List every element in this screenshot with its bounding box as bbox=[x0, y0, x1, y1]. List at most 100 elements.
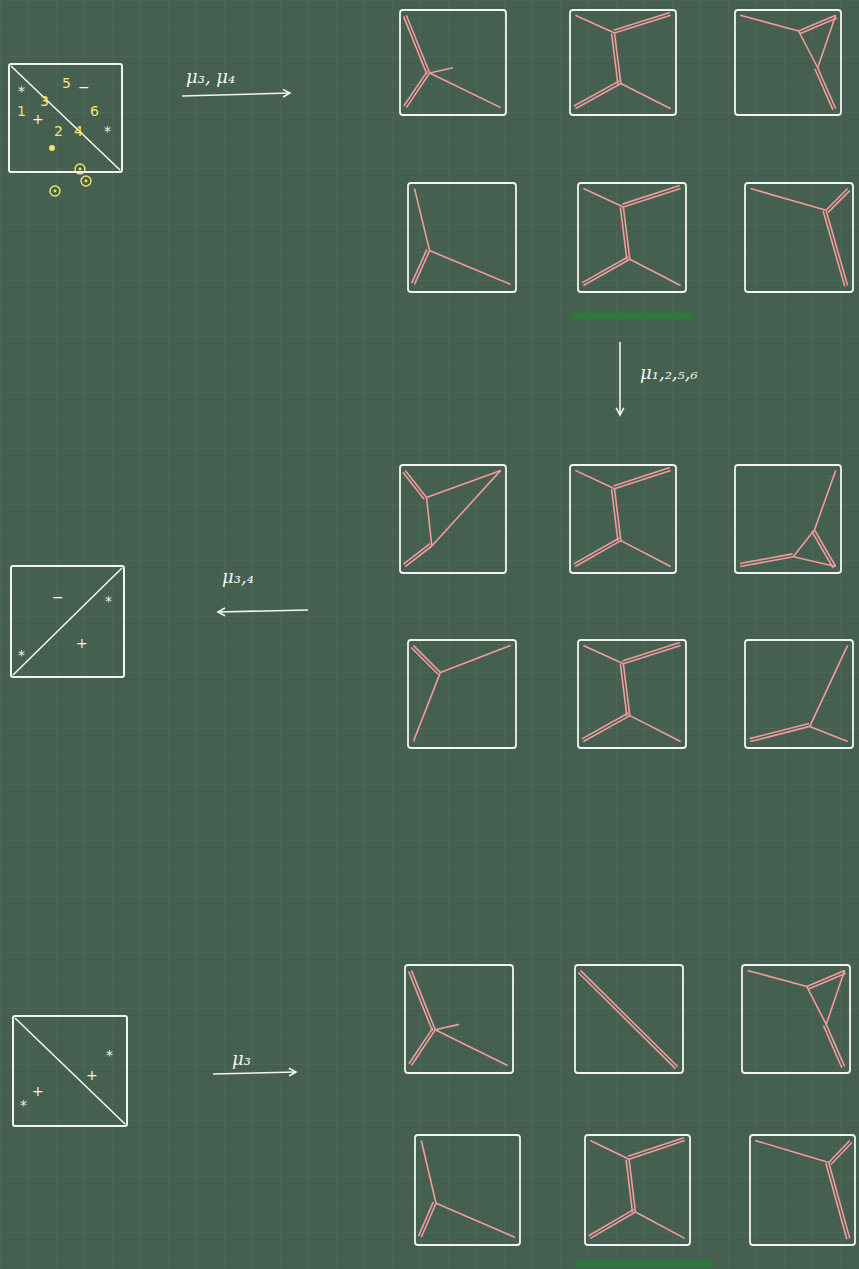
web-strand bbox=[615, 15, 671, 33]
web-double-strand bbox=[831, 1143, 852, 1165]
web-strand bbox=[793, 530, 814, 557]
web-strand bbox=[826, 1024, 844, 1066]
marked-circle bbox=[81, 176, 91, 186]
vertex-mark: + bbox=[32, 111, 44, 127]
web-double-strand bbox=[740, 554, 793, 564]
web-double-strand bbox=[620, 207, 626, 259]
web-double-strand bbox=[403, 544, 430, 565]
web-strand bbox=[436, 1203, 515, 1237]
web-strand bbox=[630, 259, 681, 285]
web-panel bbox=[408, 640, 516, 748]
web-strand bbox=[590, 1141, 629, 1160]
web-strand bbox=[829, 1141, 850, 1163]
web-strand bbox=[629, 1141, 685, 1160]
web-strand bbox=[815, 530, 836, 567]
web-double-strand bbox=[622, 643, 679, 661]
mutation-label: μ₁,₂,₅,₆ bbox=[640, 362, 698, 384]
vertex-mark: − bbox=[78, 79, 90, 95]
web-strand bbox=[421, 1203, 436, 1237]
highlight-underline bbox=[575, 313, 690, 320]
web-double-strand bbox=[828, 191, 850, 213]
web-strand bbox=[621, 84, 671, 109]
web-double-strand bbox=[612, 489, 618, 541]
web-strand bbox=[430, 68, 453, 73]
web-strand bbox=[826, 188, 848, 210]
web-strand bbox=[818, 15, 836, 68]
web-strand bbox=[432, 470, 501, 546]
web-panel bbox=[570, 465, 676, 573]
web-strand bbox=[421, 1141, 436, 1204]
quiver-square: − * * + bbox=[10, 565, 125, 678]
web-strand bbox=[413, 672, 440, 741]
web-double-strand bbox=[750, 723, 809, 738]
web-strand bbox=[440, 645, 510, 672]
web-strand bbox=[411, 970, 435, 1029]
web-panel bbox=[750, 1135, 855, 1245]
web-double-strand bbox=[403, 472, 424, 499]
web-strand bbox=[583, 259, 629, 285]
web-strand bbox=[623, 188, 680, 207]
web-double-strand bbox=[411, 648, 438, 675]
triangulation-diagonal bbox=[15, 1018, 125, 1124]
web-strand bbox=[583, 716, 629, 742]
web-strand bbox=[810, 645, 848, 726]
web-strand bbox=[615, 470, 671, 488]
mutation-arrow bbox=[182, 93, 290, 96]
vertex-mark: * bbox=[20, 1097, 27, 1113]
web-double-strand bbox=[419, 1202, 434, 1236]
vertex-mark: * bbox=[18, 83, 25, 99]
arrow-head bbox=[283, 89, 290, 97]
vertex-mark: * bbox=[105, 593, 112, 609]
web-strand bbox=[414, 251, 429, 285]
marked-dot bbox=[79, 168, 82, 171]
web-double-strand bbox=[815, 69, 833, 110]
web-panel bbox=[578, 640, 686, 748]
web-strand bbox=[405, 470, 426, 497]
marked-circle bbox=[50, 186, 60, 196]
quiver-square: *++* bbox=[12, 1015, 128, 1127]
vertex-mark: 4 bbox=[74, 123, 83, 139]
web-strand bbox=[810, 726, 848, 741]
web-double-strand bbox=[823, 1026, 841, 1068]
web-strand bbox=[755, 1141, 829, 1163]
web-double-strand bbox=[404, 16, 427, 74]
web-strand bbox=[590, 1212, 635, 1238]
marked-dot bbox=[54, 190, 57, 193]
web-strand bbox=[799, 15, 836, 31]
web-double-strand bbox=[578, 973, 675, 1069]
web-strand bbox=[427, 470, 501, 497]
web-panel bbox=[415, 1135, 520, 1245]
web-strand bbox=[807, 987, 826, 1025]
vertex-mark: * bbox=[106, 1047, 113, 1063]
vertex-mark: + bbox=[86, 1067, 98, 1083]
web-double-strand bbox=[409, 972, 433, 1031]
web-panel bbox=[400, 10, 506, 115]
vertex-mark: * bbox=[18, 647, 25, 663]
web-double-strand bbox=[582, 257, 628, 283]
web-strand bbox=[414, 188, 429, 250]
web-strand bbox=[635, 1212, 684, 1238]
web-strand bbox=[580, 970, 677, 1066]
web-double-strand bbox=[626, 1160, 632, 1213]
web-strand bbox=[793, 557, 835, 567]
web-strand bbox=[583, 188, 623, 207]
vertex-mark: + bbox=[76, 635, 88, 651]
web-panel bbox=[735, 465, 841, 573]
mutation-label: μ₃ bbox=[232, 1048, 251, 1070]
vertex-mark: − bbox=[52, 589, 64, 605]
vertex-mark: 2 bbox=[54, 123, 63, 139]
web-panel bbox=[575, 965, 683, 1073]
web-panel bbox=[745, 183, 853, 292]
web-strand bbox=[405, 546, 432, 567]
mutation-label: μ₃,₄ bbox=[222, 566, 254, 588]
web-strand bbox=[575, 470, 614, 488]
web-double-strand bbox=[823, 211, 845, 286]
vertex-mark: 5 bbox=[62, 75, 71, 91]
web-strand bbox=[750, 726, 809, 741]
web-strand bbox=[575, 15, 614, 33]
web-double-strand bbox=[614, 12, 670, 30]
triangulation-diagonal bbox=[13, 568, 122, 675]
web-strand bbox=[575, 84, 621, 109]
